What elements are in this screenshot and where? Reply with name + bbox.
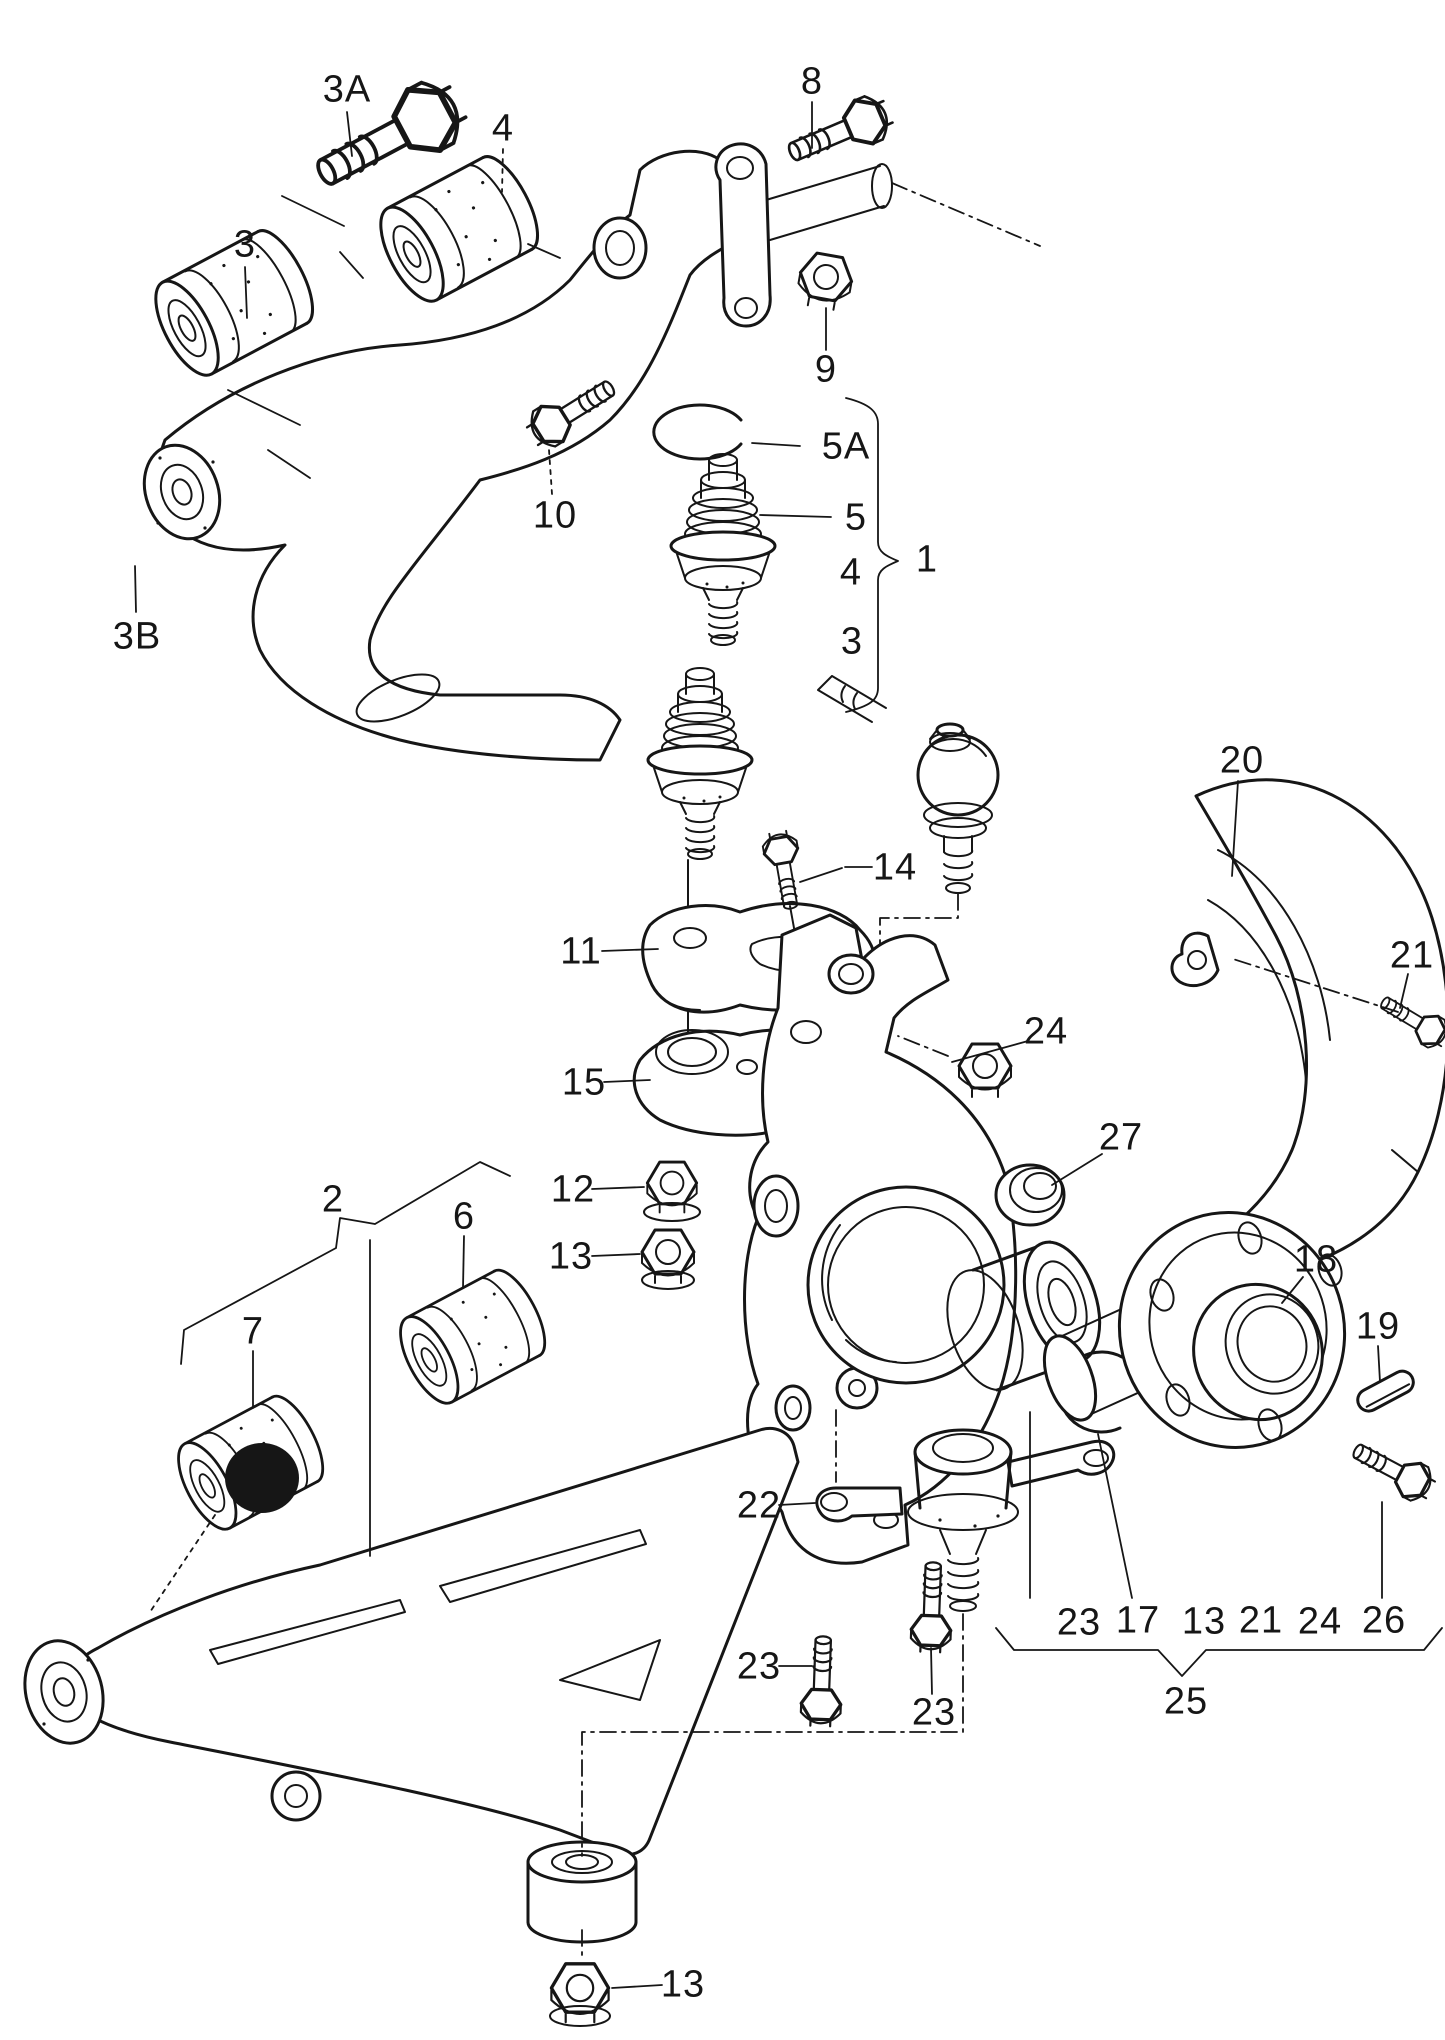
link-plate [714,142,1041,328]
callout-27[interactable]: 27 [1098,1116,1144,1159]
bolt-23-left [798,1634,845,1729]
callout-10[interactable]: 10 [532,494,578,537]
snap-ring-5a [652,403,743,461]
wheel-hub-18 [1042,1211,1347,1449]
bolt-8 [779,88,900,177]
callout-7[interactable]: 7 [241,1310,265,1353]
callout-21[interactable]: 21 [1389,934,1435,977]
callout-14[interactable]: 14 [872,846,918,889]
callout-26-row[interactable]: 26 [1361,1599,1407,1642]
callout-5[interactable]: 5 [844,496,868,539]
callout-12[interactable]: 12 [550,1168,596,1211]
callout-6[interactable]: 6 [452,1195,476,1238]
seal-ring-27 [994,1163,1066,1227]
callout-18[interactable]: 18 [1293,1238,1339,1281]
callout-17-row[interactable]: 17 [1115,1599,1161,1642]
arm-ball-joint [646,666,754,861]
bushing-4 [366,146,551,312]
bushing-6 [387,1261,558,1414]
callout-23-left[interactable]: 23 [736,1645,782,1688]
bolt-26 [1344,1431,1441,1509]
callout-21-row[interactable]: 21 [1238,1599,1284,1642]
callout-19[interactable]: 19 [1355,1305,1401,1348]
callout-2[interactable]: 2 [321,1178,345,1221]
callout-25[interactable]: 25 [1163,1680,1209,1723]
nut-13-bottom [549,1962,611,2024]
callout-20[interactable]: 20 [1219,739,1265,782]
splash-shield-20 [1162,778,1445,1276]
bolt-23-right [908,1560,955,1655]
callout-23-row[interactable]: 23 [1056,1601,1102,1644]
callout-1[interactable]: 1 [915,538,939,581]
callout-3-upper[interactable]: 3 [233,223,257,266]
group-bracket-3a [227,195,561,479]
callout-22[interactable]: 22 [736,1484,782,1527]
leader-lines [134,101,1409,1989]
callout-3a[interactable]: 3A [322,68,372,111]
callout-3b[interactable]: 3B [112,615,162,658]
callout-24-row[interactable]: 24 [1297,1600,1343,1643]
lower-control-arm [23,1426,800,1944]
bolt-14 [759,827,810,913]
selected-part-highlight [225,1443,299,1513]
callout-23-right[interactable]: 23 [911,1691,957,1734]
callout-9[interactable]: 9 [814,348,838,391]
callout-4-group[interactable]: 4 [839,551,863,594]
callout-5a[interactable]: 5A [821,425,871,468]
nut-13-mid [640,1228,696,1285]
callout-4-upper[interactable]: 4 [491,107,515,150]
key-19 [1356,1369,1415,1413]
callout-13-bottom[interactable]: 13 [660,1963,706,2006]
callout-13-mid[interactable]: 13 [548,1235,594,1278]
callout-8[interactable]: 8 [800,60,824,103]
tie-rod-end [817,675,1000,993]
ball-joint-5 [669,452,777,647]
group-brackets [180,397,1443,1677]
callout-24[interactable]: 24 [1023,1010,1069,1053]
lower-ball-joint-22 [815,1428,1116,1612]
nut-9 [793,249,857,314]
upper-control-arm [142,149,757,762]
steering-knuckle [743,913,1018,1565]
callout-13-row[interactable]: 13 [1181,1600,1227,1643]
callout-15[interactable]: 15 [561,1061,607,1104]
callout-3-group[interactable]: 3 [840,620,864,663]
callout-11[interactable]: 11 [560,930,602,973]
